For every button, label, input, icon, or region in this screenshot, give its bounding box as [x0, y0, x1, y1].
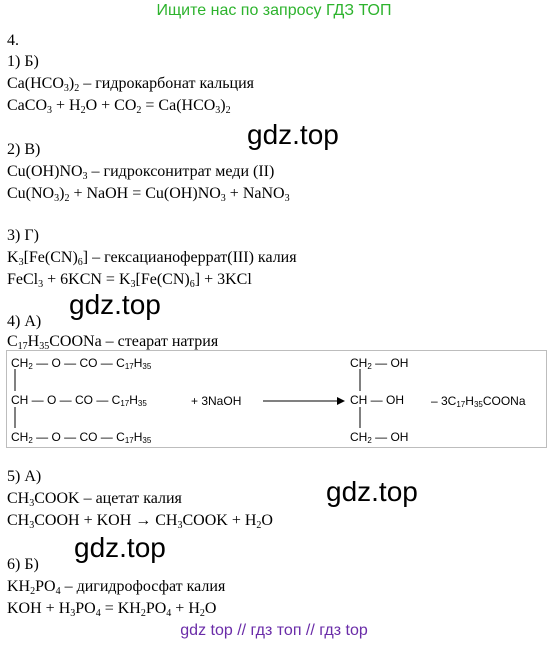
answer-5-formula: CH3COOK: [7, 490, 80, 509]
reactant-row-2: CH — O — CO — C17H35: [11, 393, 147, 408]
answer-3-equation: FeCl3 + 6KCN = K3[Fe(CN)6] + 3KCl: [7, 271, 252, 290]
answer-5-equation: CH3COOH + KOH → CH3COOK + H2O: [7, 512, 273, 531]
answer-4-formula: C17H35COONa: [7, 333, 102, 352]
product-salt-text: – 3C17H35COONa: [431, 394, 526, 409]
watermark-4: gdz.top: [74, 532, 166, 563]
answer-5-equation-text: CH3COOH + KOH → CH3COOK + H2O: [7, 512, 273, 531]
answer-6-name: KH2PO4 – дигидрофосфат калия: [7, 578, 226, 597]
answer-1-equation-text: CaCO3 + H2O + CO2 = Ca(HCO3)2: [7, 97, 231, 116]
answer-4-name: C17H35COONa – стеарат натрия: [7, 333, 219, 352]
answer-6-formula: KH2PO4: [7, 578, 61, 597]
reactant-row-3-text: CH2 — O — CO — C17H35: [11, 430, 152, 445]
answer-2-formula: Cu(OH)NO3: [7, 163, 88, 182]
answer-1-equation: CaCO3 + H2O + CO2 = Ca(HCO3)2: [7, 97, 231, 116]
answer-4-name-text: – стеарат натрия: [101, 333, 219, 350]
answer-6-name-text: – дигидрофосфат калия: [60, 578, 226, 595]
product-row-3-text: CH2 — OH: [350, 430, 409, 445]
product-row-2: CH — OH: [350, 393, 404, 407]
answer-1-formula: Ca(HCO3)2: [7, 75, 80, 94]
product-row-1-text: CH2 — OH: [350, 356, 409, 371]
answer-3-name-text: – гексацианоферрат(III) калия: [88, 249, 297, 266]
answer-2-label: 2) В): [7, 141, 41, 158]
answer-2-name: Cu(OH)NO3 – гидроксонитрат меди (II): [7, 163, 275, 182]
answer-5-name: CH3COOK – ацетат калия: [7, 490, 182, 509]
answer-5-label: 5) А): [7, 468, 42, 485]
bottom-banner: gdz top // гдз топ // гдз top: [180, 622, 368, 639]
answer-3-label: 3) Г): [7, 227, 39, 244]
reaction-arrow-head: [337, 397, 345, 405]
task-number: 4.: [7, 32, 19, 49]
reactant-row-1: CH2 — O — CO — C17H35: [11, 356, 152, 371]
answer-6-equation: KOH + H3PO4 = KH2PO4 + H2O: [7, 600, 217, 619]
watermark-1: gdz.top: [247, 119, 339, 150]
answer-1-name-text: – гидрокарбонат кальция: [79, 75, 255, 92]
product-row-3: CH2 — OH: [350, 430, 409, 445]
answer-3-equation-text: FeCl3 + 6KCN = K3[Fe(CN)6] + 3KCl: [7, 271, 252, 290]
reactant-row-2-text: CH — O — CO — C17H35: [11, 393, 147, 408]
reactant-row-3: CH2 — O — CO — C17H35: [11, 430, 152, 445]
diagram-lines: [14, 369, 361, 428]
reagent-naoh: + 3NaOH: [191, 394, 242, 408]
answer-6-label: 6) Б): [7, 556, 39, 573]
answer-2-equation-text: Cu(NO3)2 + NaOH = Cu(OH)NO3 + NaNO3: [7, 185, 290, 204]
watermark-3: gdz.top: [326, 476, 418, 507]
answer-2-name-text: – гидроксонитрат меди (II): [87, 163, 275, 180]
top-banner: Ищите нас по запросу ГДЗ ТОП: [156, 2, 392, 19]
reactant-row-1-text: CH2 — O — CO — C17H35: [11, 356, 152, 371]
watermark-2: gdz.top: [69, 289, 161, 320]
saponification-diagram: CH2 — O — CO — C17H35 CH — O — CO — C17H…: [6, 350, 547, 448]
answer-5-name-text: – ацетат калия: [79, 490, 182, 507]
answer-3-name: K3[Fe(CN)6] – гексацианоферрат(III) кали…: [7, 249, 297, 268]
answer-4-label: 4) А): [7, 313, 42, 330]
answer-3-formula: K3[Fe(CN)6]: [7, 249, 89, 268]
product-row-2-text: CH — OH: [350, 393, 404, 407]
product-salt: – 3C17H35COONa: [431, 394, 526, 409]
answer-2-equation: Cu(NO3)2 + NaOH = Cu(OH)NO3 + NaNO3: [7, 185, 290, 204]
answer-1-name: Ca(HCO3)2 – гидрокарбонат кальция: [7, 75, 255, 94]
answer-6-equation-text: KOH + H3PO4 = KH2PO4 + H2O: [7, 600, 217, 619]
product-row-1: CH2 — OH: [350, 356, 409, 371]
answer-1-label: 1) Б): [7, 53, 39, 70]
